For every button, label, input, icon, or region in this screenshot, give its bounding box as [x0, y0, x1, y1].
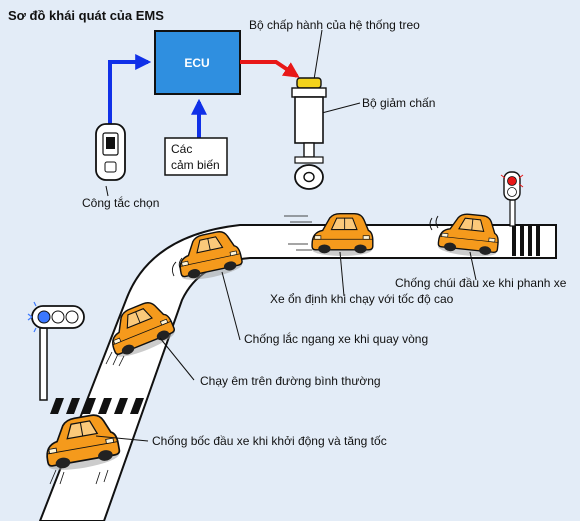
crosswalk-right — [512, 226, 540, 256]
car-icon-highspeed — [311, 213, 374, 257]
speed-lines — [284, 215, 312, 251]
actuator-label: Bộ chấp hành của hệ thống treo — [249, 18, 420, 32]
shock-absorber-icon — [291, 77, 327, 190]
dive-lines — [429, 215, 439, 231]
sensors-label-line2: cảm biến — [171, 158, 220, 172]
high-speed-stability-label: Xe ổn định khi chạy với tốc độ cao — [270, 292, 454, 306]
sensors-box — [164, 137, 228, 176]
roll-lines — [171, 257, 183, 277]
anti-dive-label: Chống chúi đầu xe khi phanh xe — [395, 276, 567, 290]
anti-roll-label: Chống lắc ngang xe khi quay vòng — [244, 331, 428, 346]
crosswalk-bottom — [50, 398, 144, 414]
selector-switch-icon — [95, 123, 126, 181]
road — [38, 224, 557, 521]
traffic-light-icon — [27, 301, 85, 401]
actuator-cap — [296, 77, 322, 89]
motion-lines — [49, 469, 109, 485]
car-icon-braking — [436, 210, 502, 260]
shock-absorber-label: Bộ giảm chấn — [362, 96, 435, 110]
ecu-to-actuator-arrow — [240, 60, 300, 78]
switch-to-ecu-arrow — [108, 54, 152, 124]
stop-signal-icon — [500, 171, 524, 227]
normal-ride-label: Chạy êm trên đường bình thường — [200, 374, 381, 388]
sensors-label-line1: Các — [171, 142, 192, 156]
motion-lines — [105, 351, 125, 367]
ecu-box — [154, 30, 241, 95]
anti-squat-label: Chống bốc đầu xe khi khởi động và tăng t… — [152, 434, 387, 448]
selector-switch-label: Công tắc chọn — [82, 195, 159, 210]
leader-lines — [95, 29, 477, 442]
ecu-label: ECU — [184, 56, 209, 70]
page-title: Sơ đồ khái quát của EMS — [8, 8, 164, 23]
